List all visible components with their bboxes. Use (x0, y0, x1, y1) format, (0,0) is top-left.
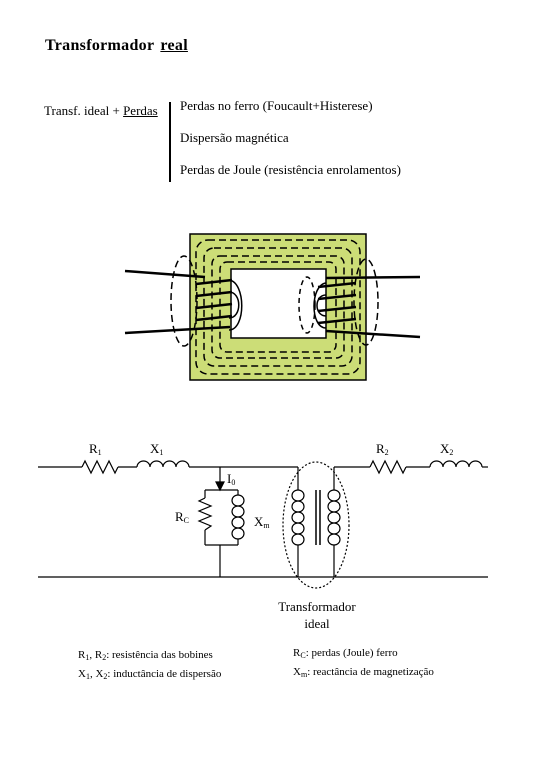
legend-left: R1, R2: resistência das bobines X1, X2: … (78, 647, 221, 685)
legend-line-resistances: R1, R2: resistência das bobines (78, 649, 213, 662)
label-r2: R2 (376, 441, 389, 457)
secondary-winding (298, 258, 421, 346)
label-x1: X1 (150, 441, 164, 457)
label-xm: Xm (254, 514, 270, 530)
label-i0: I0 (227, 471, 236, 487)
ideal-tf-outline (282, 461, 350, 589)
loss-item-dispersion: Dispersão magnética (180, 130, 289, 145)
equivalent-circuit (38, 459, 488, 589)
transformer-core (189, 233, 367, 381)
loss-item-iron: Perdas no ferro (Foucault+Histerese) (180, 98, 373, 113)
legend-line-inductances: X1, X2: inductância de dispersão (78, 668, 222, 681)
legend-right: RC: perdas (Joule) ferro Xm: reactância … (293, 645, 434, 683)
resistor-rc (197, 497, 213, 531)
ideal-plus-losses: Transf. ideal + Perdas (44, 103, 158, 118)
primary-winding (124, 255, 243, 347)
label-rc: RC (175, 509, 190, 525)
ideal-tf-secondary (333, 489, 341, 546)
loss-item-joule: Perdas de Joule (resistência enrolamento… (180, 162, 401, 177)
inductor-xm (237, 494, 245, 540)
inductor-x2 (429, 460, 483, 468)
ideal-tf-primary (297, 489, 305, 546)
resistor-r1 (81, 459, 119, 475)
inductor-x1 (136, 460, 190, 468)
label-x2: X2 (440, 441, 454, 457)
legend-line-rc: RC: perdas (Joule) ferro (293, 647, 398, 660)
resistor-r2 (369, 459, 407, 475)
label-r1: R1 (89, 441, 102, 457)
legend-line-xm: Xm: reactância de magnetização (293, 666, 434, 679)
